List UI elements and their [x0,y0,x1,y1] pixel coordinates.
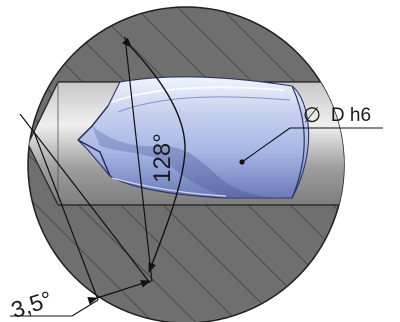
diameter-leader [239,127,383,165]
angle-128-label: 128° [149,133,176,183]
angle-3-5-dimension [10,131,151,317]
angle-128-dimension [19,36,186,284]
diameter-label: D h6 [331,105,371,126]
diameter-symbol: ∅ [303,104,321,127]
